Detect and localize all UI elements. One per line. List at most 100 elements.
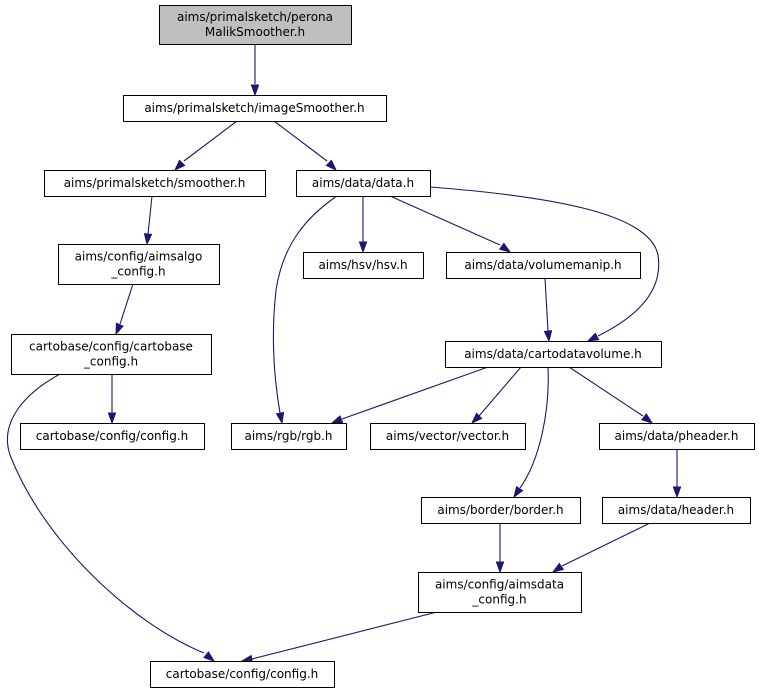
edges-layer	[6, 44, 682, 664]
node-n11[interactable]: aims/vector/vector.h	[370, 423, 526, 450]
node-n2[interactable]: aims/primalsketch/smoother.h	[44, 170, 266, 197]
arrow-head	[672, 486, 682, 499]
edge-line	[341, 366, 489, 420]
node-n13[interactable]: aims/border/border.h	[421, 497, 581, 524]
node-label-line: _config.h	[471, 593, 526, 607]
node-n5[interactable]: aims/hsv/hsv.h	[303, 252, 424, 279]
arrow-head	[586, 332, 600, 342]
node-label-line: aims/rgb/rgb.h	[244, 429, 332, 443]
edge-line	[568, 366, 644, 417]
edge-n6-n8	[543, 277, 553, 343]
arrow-head	[498, 242, 512, 253]
node-n12[interactable]: aims/data/pheader.h	[599, 423, 755, 450]
node-n8[interactable]: aims/data/cartodatavolume.h	[445, 341, 662, 368]
node-box	[150, 661, 335, 688]
edge-n8-n10	[330, 366, 489, 424]
arrow-head	[173, 159, 186, 172]
arrow-head	[513, 485, 524, 499]
node-box	[231, 423, 347, 450]
node-n14[interactable]: aims/data/header.h	[602, 497, 751, 524]
edge-n4-n7	[115, 283, 134, 336]
edge-n3-n6	[389, 195, 512, 253]
edge-line	[478, 366, 522, 417]
node-box	[11, 334, 212, 375]
node-label-line: cartobase/config/config.h	[36, 429, 188, 443]
edge-n13-n15	[495, 523, 505, 574]
node-label-line: aims/border/border.h	[437, 503, 563, 517]
arrow-head	[143, 233, 153, 246]
edge-line	[119, 283, 134, 325]
node-box	[44, 170, 266, 197]
edge-n1-n2	[173, 120, 238, 172]
node-box	[421, 497, 581, 524]
node-n1[interactable]: aims/primalsketch/imageSmoother.h	[123, 95, 387, 122]
node-box	[58, 244, 220, 285]
edge-n8-n11	[470, 366, 522, 425]
node-label-line: aims/primalsketch/imageSmoother.h	[144, 101, 364, 115]
edge-n8-n12	[568, 366, 654, 424]
node-label-line: cartobase/config/cartobase	[29, 340, 193, 354]
edge-n14-n15	[551, 522, 651, 573]
arrow-head	[325, 159, 338, 172]
edge-line	[561, 522, 651, 567]
edge-line	[183, 120, 238, 162]
node-n3[interactable]: aims/data/data.h	[296, 170, 431, 197]
arrow-head	[495, 561, 505, 574]
node-n15[interactable]: aims/config/aimsdata_config.h	[418, 572, 582, 613]
edge-n0-n1	[250, 44, 260, 97]
node-label-line: aims/primalsketch/perona	[177, 10, 333, 24]
node-box	[159, 5, 352, 45]
arrow-head	[358, 241, 368, 254]
arrow-head	[470, 412, 483, 425]
node-box	[445, 341, 662, 368]
arrow-head	[203, 651, 216, 662]
edge-line	[251, 611, 438, 660]
edge-line	[272, 195, 338, 414]
arrow-head	[107, 412, 117, 425]
edge-n7-n16	[6, 373, 216, 662]
node-box	[303, 252, 424, 279]
edge-line	[429, 186, 660, 337]
edge-n3-n8	[429, 186, 660, 342]
node-box	[418, 572, 582, 613]
node-n10[interactable]: aims/rgb/rgb.h	[231, 423, 347, 450]
node-label-line: aims/config/aimsalgo	[75, 250, 203, 264]
edge-n7-n9	[107, 374, 117, 425]
edge-line	[389, 195, 501, 246]
edge-n12-n14	[672, 449, 682, 499]
arrow-head	[115, 322, 124, 336]
edge-line	[147, 195, 153, 235]
edge-n1-n3	[273, 120, 338, 172]
node-n7[interactable]: cartobase/config/cartobase_config.h	[11, 334, 212, 375]
node-n9[interactable]: cartobase/config/config.h	[20, 423, 205, 450]
edge-n8-n13	[513, 366, 549, 499]
node-box	[602, 497, 751, 524]
node-box	[599, 423, 755, 450]
node-label-line: aims/data/header.h	[618, 503, 734, 517]
edge-n3-n10	[272, 195, 338, 425]
node-box	[370, 423, 526, 450]
node-label-line: aims/config/aimsdata	[435, 578, 564, 592]
edge-line	[6, 373, 205, 654]
node-n4[interactable]: aims/config/aimsalgo_config.h	[58, 244, 220, 285]
node-label-line: aims/hsv/hsv.h	[318, 258, 407, 272]
node-label-line: aims/data/volumemanip.h	[464, 258, 621, 272]
arrow-head	[543, 330, 553, 343]
node-label-line: MalikSmoother.h	[205, 25, 305, 39]
edge-line	[519, 366, 549, 489]
arrow-head	[641, 413, 654, 424]
node-box	[123, 95, 387, 122]
node-label-line: aims/data/cartodatavolume.h	[464, 347, 642, 361]
node-n16[interactable]: cartobase/config/config.h	[150, 661, 335, 688]
node-n6[interactable]: aims/data/volumemanip.h	[446, 252, 641, 279]
node-label-line: aims/vector/vector.h	[386, 429, 509, 443]
arrow-head	[330, 415, 344, 424]
node-box	[296, 170, 431, 197]
edge-n3-n5	[358, 196, 368, 254]
edge-line	[273, 120, 328, 162]
node-label-line: cartobase/config/config.h	[166, 667, 318, 681]
arrow-head	[551, 562, 565, 573]
node-box	[20, 423, 205, 450]
